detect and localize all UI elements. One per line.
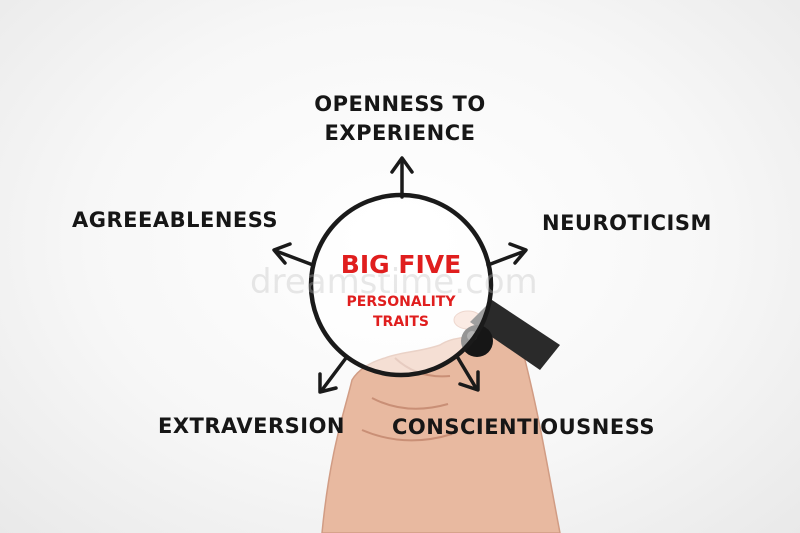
marker-body: [470, 300, 560, 370]
trait-agreeableness-label: AGREEABLENESS: [72, 208, 279, 232]
finger-crease: [371, 397, 449, 410]
arrow-to-openness: [390, 156, 414, 199]
trait-openness-line2: EXPERIENCE: [324, 121, 476, 145]
arrow-to-neuroticism: [486, 242, 528, 267]
arrow-to-agreeableness: [272, 242, 315, 267]
trait-neuroticism-label: NEUROTICISM: [542, 211, 712, 235]
center-title: BIG FIVE: [340, 250, 462, 279]
center-subtitle-line1: PERSONALITY: [346, 294, 456, 310]
trait-openness-label: OPENNESS TO EXPERIENCE: [300, 90, 500, 148]
center-subtitle: PERSONALITY TRAITS: [318, 292, 484, 332]
watermark-text: dreamstime.com: [250, 262, 538, 302]
arrow-to-conscientiousness: [456, 356, 480, 392]
finger-crease: [361, 429, 453, 442]
trait-conscientiousness-label: CONSCIENTIOUSNESS: [392, 415, 656, 439]
center-subtitle-line2: TRAITS: [372, 314, 429, 330]
trait-openness-line1: OPENNESS TO: [314, 92, 486, 116]
trait-extraversion-label: EXTRAVERSION: [158, 414, 345, 438]
arrow-to-extraversion: [318, 356, 348, 394]
